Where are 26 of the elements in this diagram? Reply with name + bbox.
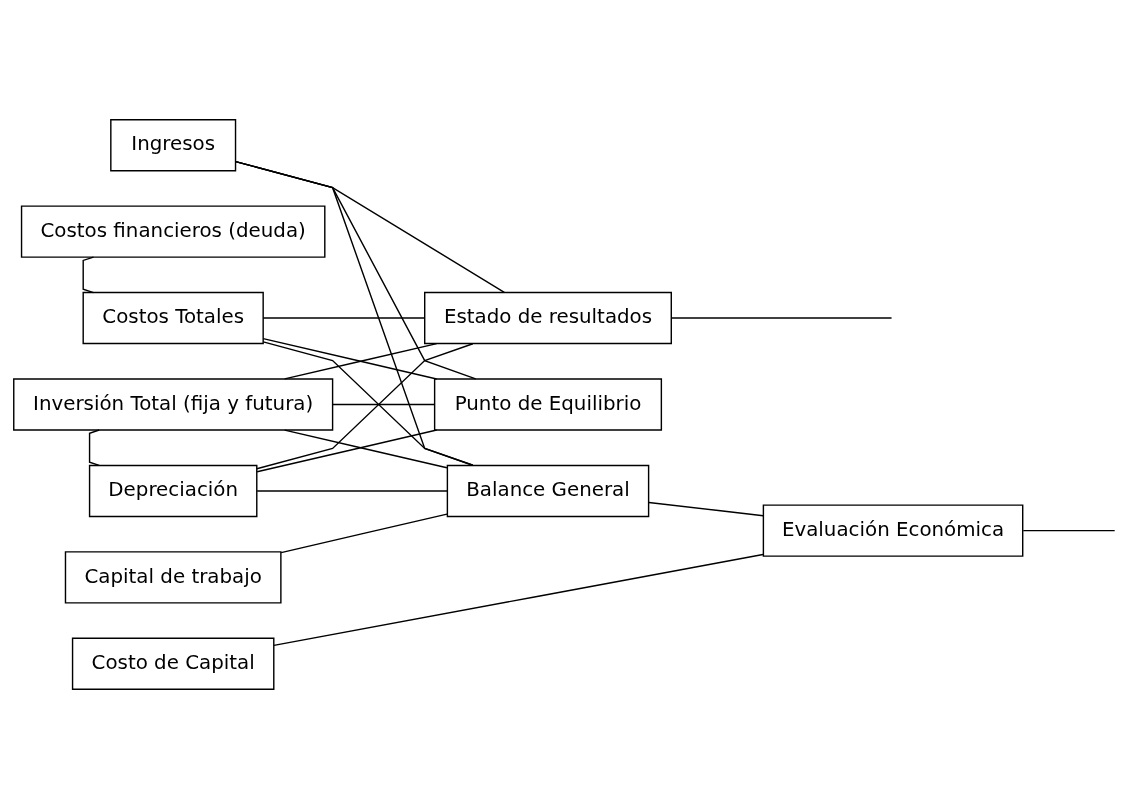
node-box: Punto de Equilibrio <box>433 378 663 431</box>
connector <box>648 501 764 517</box>
connector <box>280 513 448 554</box>
node-box: Capital de trabajo <box>64 551 282 604</box>
node-box: Depreciación <box>88 464 258 518</box>
node-box: Evaluación Económica <box>762 504 1024 557</box>
connector <box>332 403 436 406</box>
connector <box>284 342 438 380</box>
node-box: Inversión Total (fija y futura) <box>13 378 334 431</box>
node-box: Costos financieros (deuda) <box>20 205 326 258</box>
node-box: Balance General <box>446 464 650 518</box>
connector <box>82 256 95 294</box>
connector <box>262 337 438 380</box>
connector <box>273 553 764 647</box>
connector <box>670 317 893 319</box>
connector <box>1022 529 1116 532</box>
connector <box>256 490 448 492</box>
connector <box>262 317 425 319</box>
connector <box>235 160 474 466</box>
connector <box>256 429 438 473</box>
connector <box>284 429 448 469</box>
node-box: Ingresos <box>110 118 237 172</box>
node-box: Costos Totales <box>82 291 264 345</box>
node-box: Costo de Capital <box>71 637 275 691</box>
connector <box>88 429 100 467</box>
node-box: Estado de resultados <box>424 291 672 345</box>
